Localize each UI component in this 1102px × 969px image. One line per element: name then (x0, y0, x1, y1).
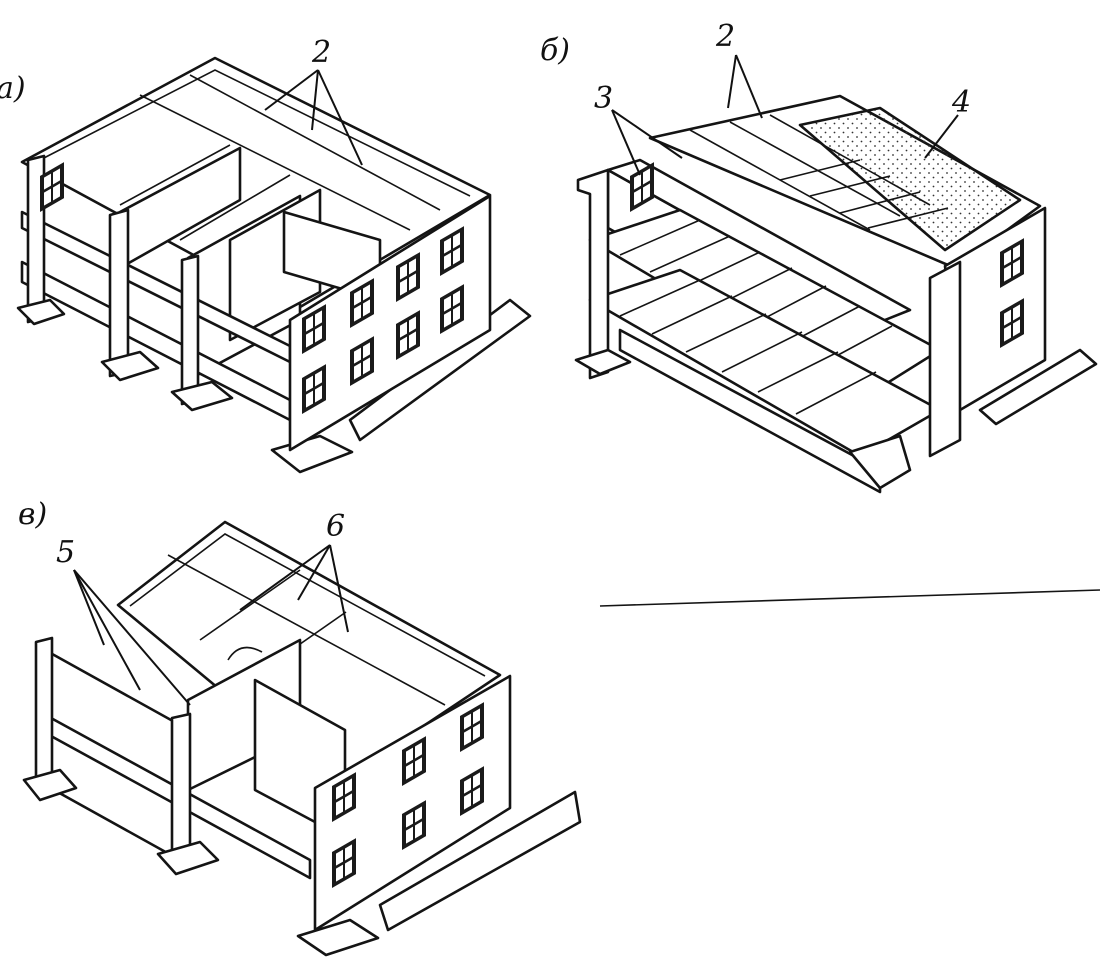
panel-b-building (574, 54, 1098, 494)
panel-b-label: б) (540, 33, 570, 68)
callout-b-3: 3 (594, 81, 613, 116)
panel-v-building (22, 520, 1101, 957)
panel-a-building (16, 56, 532, 474)
callout-a-2: 2 (311, 35, 331, 70)
callout-v-6: 6 (326, 509, 345, 544)
panel-v-label: в) (18, 497, 47, 532)
callout-b-4: 4 (951, 85, 971, 120)
callout-b-2: 2 (715, 19, 735, 54)
panel-a-label: а) (0, 71, 26, 106)
callout-v-5: 5 (56, 535, 75, 570)
